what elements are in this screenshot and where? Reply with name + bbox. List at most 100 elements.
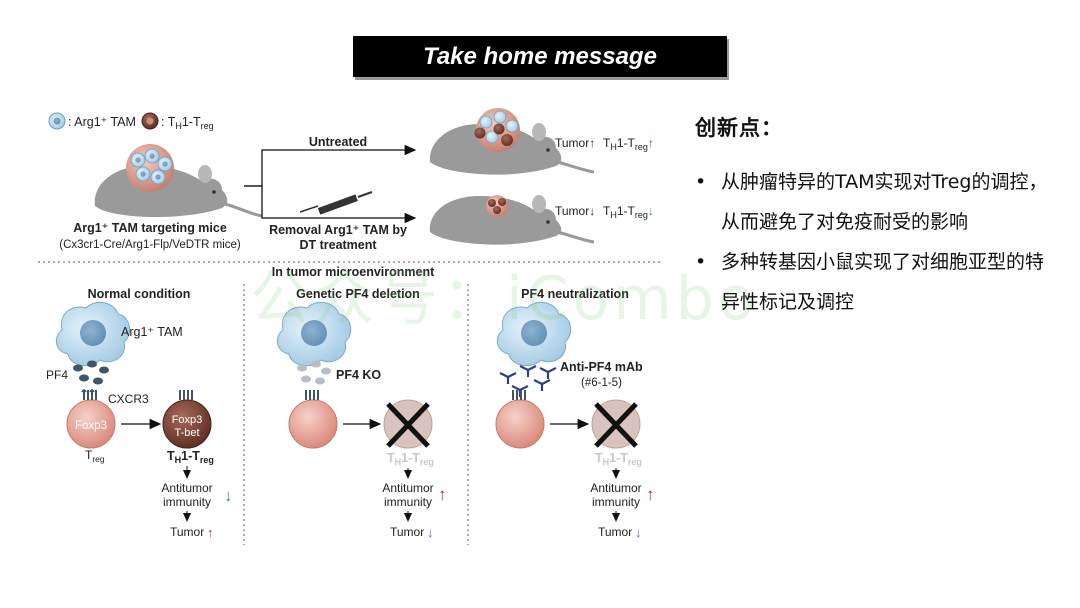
treg-t: T (85, 448, 93, 462)
svg-text:TH1-Treg↑: TH1-Treg↑ (603, 136, 654, 152)
normal-pf4-label: PF4 (46, 368, 68, 382)
normal-title: Normal condition (88, 287, 191, 301)
tam-cell-icon (55, 301, 131, 367)
svg-text:TH1-Treg: TH1-Treg (595, 451, 642, 467)
notes-list: • 从肿瘤特异的TAM实现对Treg的调控，从而避免了对免疫耐受的影响 • 多种转基… (693, 162, 1053, 322)
svg-text:TH1-Treg: TH1-Treg (387, 451, 434, 467)
tumor-cluster-icon (126, 144, 174, 192)
result-down-tumor: Tumor↓ (555, 204, 595, 218)
normal-tumor-arrow: ↑ (207, 525, 214, 540)
pf4-faded-icon (297, 360, 331, 385)
deletion-antitumor-arrow: ↑ (438, 485, 447, 504)
svg-text:Tumor↑: Tumor↑ (555, 136, 595, 150)
title-banner: Take home message (353, 36, 727, 77)
untreated-label: Untreated (309, 135, 367, 149)
result-up-h: H (610, 142, 617, 152)
tam-cell-neutral-icon (496, 301, 572, 367)
deletion-th1-t: T (387, 451, 395, 465)
note-text-2: 多种转基因小鼠实现了对细胞亚型的特异性标记及调控 (721, 251, 1045, 313)
bullet-2: • (695, 251, 707, 273)
deletion-tumor-arrow: ↓ (427, 525, 434, 540)
title-text: Take home message (423, 42, 657, 70)
neutral-antitumor-1: Antitumor (590, 481, 641, 495)
result-up-arrow: ↑ (648, 136, 654, 150)
result-up-tumor: Tumor↑ (555, 136, 595, 150)
legend-treg-h: H (175, 121, 182, 131)
deletion-th1-mid: 1-T (401, 451, 420, 465)
neutral-th1-t: T (595, 451, 603, 465)
normal-antitumor-1: Antitumor (161, 481, 212, 495)
normal-th1-t: T (167, 449, 175, 463)
pf4-molecules-icon (73, 360, 109, 385)
normal-th1-mid: 1-T (181, 449, 200, 463)
svg-text:Treg: Treg (85, 448, 105, 464)
bullet-1: • (695, 171, 707, 193)
neutral-tumor-arrow: ↓ (635, 525, 642, 540)
mab-label: Anti-PF4 mAb (560, 360, 643, 374)
legend-treg-t: : T (161, 115, 176, 129)
normal-antitumor-arrow: ↓ (224, 486, 233, 505)
deletion-antitumor-2: immunity (384, 495, 432, 509)
result-down-mid: 1-T (617, 204, 636, 218)
result-down-h: H (610, 210, 617, 220)
mouse-untreated-icon (429, 108, 595, 175)
mab-clone: (#6-1-5) (581, 377, 622, 389)
legend: : Arg1⁺ TAM : TH1-Treg (48, 112, 214, 131)
svg-text:TH1-Treg: TH1-Treg (167, 449, 214, 465)
normal-th1-reg: reg (200, 455, 214, 465)
result-up-reg: reg (635, 142, 648, 152)
neutral-antitumor-arrow: ↑ (646, 485, 655, 504)
neutral-th1-mid: 1-T (609, 451, 628, 465)
svg-text:TH1-Treg↓: TH1-Treg↓ (603, 204, 654, 220)
cxcr3-label: CXCR3 (108, 392, 149, 406)
normal-th1-h: H (175, 455, 182, 465)
notes-heading: 创新点： (695, 116, 783, 140)
tam-cell-ko-icon (276, 301, 352, 367)
neutral-title: PF4 neutralization (521, 287, 629, 301)
blocked-cell-icon (383, 399, 433, 449)
neutral-th1-h: H (603, 457, 610, 467)
list-item: • 从肿瘤特异的TAM实现对Treg的调控，从而避免了对免疫耐受的影响 (695, 162, 1053, 242)
pf4-ko-label: PF4 KO (336, 368, 381, 382)
result-up-mid: 1-T (617, 136, 636, 150)
deletion-antitumor-1: Antitumor (382, 481, 433, 495)
neutral-tumor: Tumor (598, 525, 632, 539)
deletion-tumor: Tumor (390, 525, 424, 539)
foxp3-label: Foxp3 (75, 420, 107, 432)
mouse-label: Arg1⁺ TAM targeting mice (73, 221, 227, 235)
svg-text:Tumor↓: Tumor↓ (555, 204, 595, 218)
foxp3-tbet-label-2: T-bet (174, 427, 199, 439)
removal-label-2: DT treatment (299, 238, 377, 252)
antibody-icon (499, 365, 557, 397)
result-down-arrow: ↓ (648, 204, 654, 218)
neutral-antitumor-2: immunity (592, 495, 640, 509)
legend-tam-label: : Arg1⁺ TAM (68, 115, 136, 129)
mouse-sublabel: (Cx3cr1-Cre/Arg1-Flp/VeDTR mice) (59, 239, 241, 251)
treg-sub: reg (92, 454, 105, 464)
blocked-cell-2-icon (591, 399, 641, 449)
result-down-reg: reg (635, 210, 648, 220)
deletion-title: Genetic PF4 deletion (296, 287, 420, 301)
legend-treg-tail: 1-T (182, 115, 201, 129)
neutral-th1-reg: reg (628, 457, 642, 467)
result-down-t: T (603, 204, 611, 218)
deletion-th1-h: H (395, 457, 402, 467)
removal-label-1: Removal Arg1⁺ TAM by (269, 223, 407, 237)
svg-text:: TH1-Treg: : TH1-Treg (161, 115, 214, 131)
notes-panel: 创新点： • 从肿瘤特异的TAM实现对Treg的调控，从而避免了对免疫耐受的影响 … (693, 112, 1053, 322)
normal-tumor: Tumor (170, 525, 204, 539)
mouse-treated-icon (429, 195, 595, 245)
mouse-targeting-icon (94, 144, 263, 218)
mechanism-figure: : Arg1⁺ TAM : TH1-Treg Arg1⁺ TAM targeti… (38, 108, 662, 545)
treg-cell-icon (66, 389, 116, 449)
deletion-th1-reg: reg (420, 457, 434, 467)
list-item: • 多种转基因小鼠实现了对细胞亚型的特异性标记及调控 (695, 242, 1053, 322)
section-label: In tumor microenvironment (272, 265, 435, 279)
result-up-t: T (603, 136, 611, 150)
syringe-icon (299, 191, 373, 215)
treg-cell-3-icon (495, 390, 545, 449)
note-text-1: 从肿瘤特异的TAM实现对Treg的调控，从而避免了对免疫耐受的影响 (721, 171, 1048, 233)
foxp3-tbet-label-1: Foxp3 (172, 414, 203, 426)
th1-treg-cell-icon (162, 390, 212, 449)
normal-tam-label: Arg1⁺ TAM (121, 325, 183, 339)
